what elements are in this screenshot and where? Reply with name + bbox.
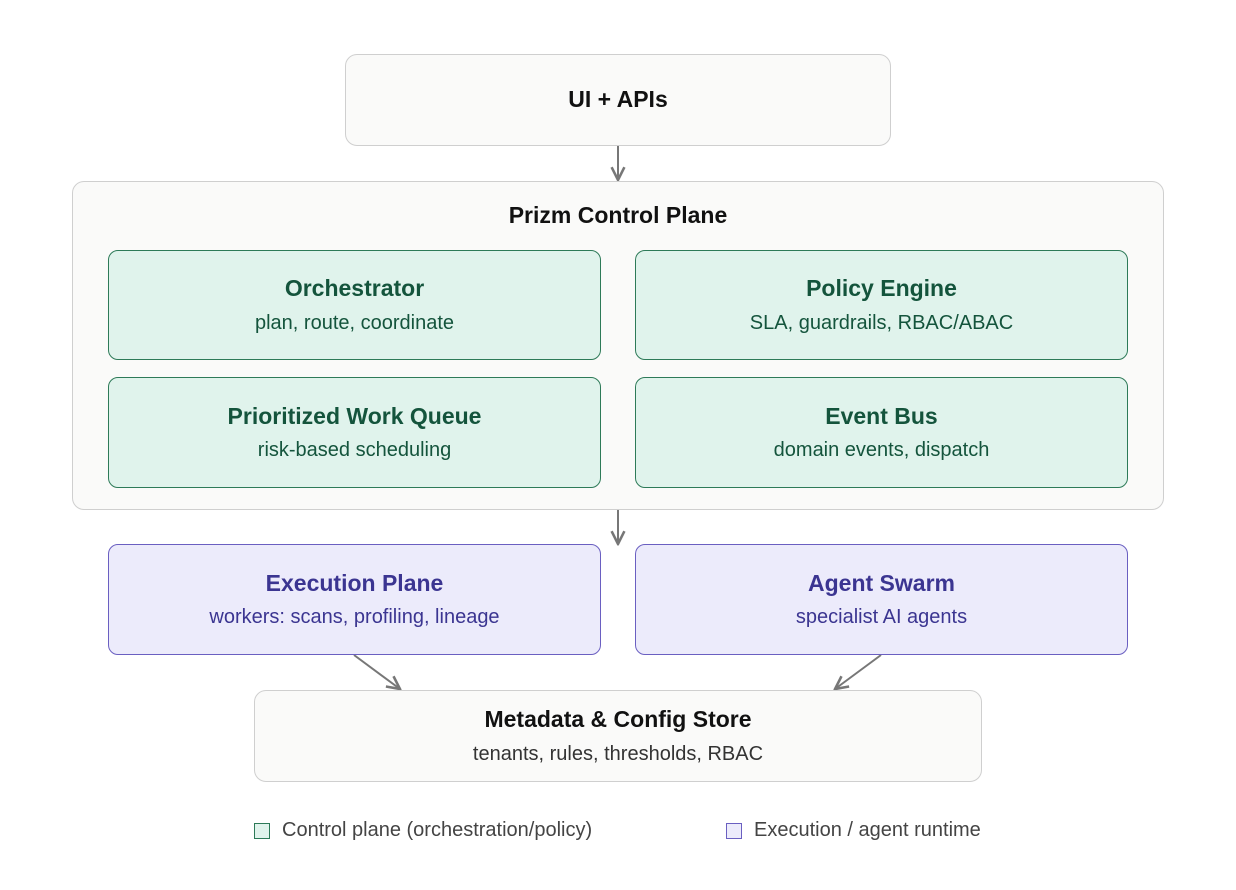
legend-swatch-green <box>254 822 270 839</box>
orchestrator-title: Orchestrator <box>284 275 425 302</box>
work-queue-box: Prioritized Work Queue risk-based schedu… <box>108 377 601 488</box>
legend-swatch-purple <box>726 822 742 839</box>
execution-plane-title: Execution Plane <box>265 569 444 596</box>
arrow-execution-to-store <box>353 654 400 689</box>
work-queue-title: Prioritized Work Queue <box>227 402 482 429</box>
event-bus-subtitle: domain events, dispatch <box>773 439 990 462</box>
legend-item-control: Control plane (orchestration/policy) <box>254 819 592 842</box>
policy-engine-subtitle: SLA, guardrails, RBAC/ABAC <box>749 311 1014 334</box>
legend-label-execution: Execution / agent runtime <box>754 819 981 841</box>
event-bus-box: Event Bus domain events, dispatch <box>635 377 1128 488</box>
agent-swarm-box: Agent Swarm specialist AI agents <box>635 544 1128 655</box>
metadata-store-subtitle: tenants, rules, thresholds, RBAC <box>472 742 764 765</box>
legend-label-control: Control plane (orchestration/policy) <box>282 819 593 841</box>
legend-item-execution: Execution / agent runtime <box>726 819 981 842</box>
metadata-store-box: Metadata & Config Store tenants, rules, … <box>254 690 982 782</box>
arrow-agents-to-store <box>835 654 882 689</box>
execution-plane-box: Execution Plane workers: scans, profilin… <box>108 544 601 655</box>
orchestrator-subtitle: plan, route, coordinate <box>254 311 455 334</box>
orchestrator-box: Orchestrator plan, route, coordinate <box>108 250 601 360</box>
event-bus-title: Event Bus <box>825 402 938 429</box>
control-plane-title: Prizm Control Plane <box>508 202 728 228</box>
ui-apis-box: UI + APIs <box>345 54 891 146</box>
ui-apis-title: UI + APIs <box>568 86 668 113</box>
execution-plane-subtitle: workers: scans, profiling, lineage <box>209 606 500 629</box>
policy-engine-title: Policy Engine <box>806 275 957 302</box>
work-queue-subtitle: risk-based scheduling <box>257 439 452 462</box>
policy-engine-box: Policy Engine SLA, guardrails, RBAC/ABAC <box>635 250 1128 360</box>
metadata-store-title: Metadata & Config Store <box>484 706 752 733</box>
agent-swarm-subtitle: specialist AI agents <box>795 606 968 629</box>
agent-swarm-title: Agent Swarm <box>808 569 955 596</box>
